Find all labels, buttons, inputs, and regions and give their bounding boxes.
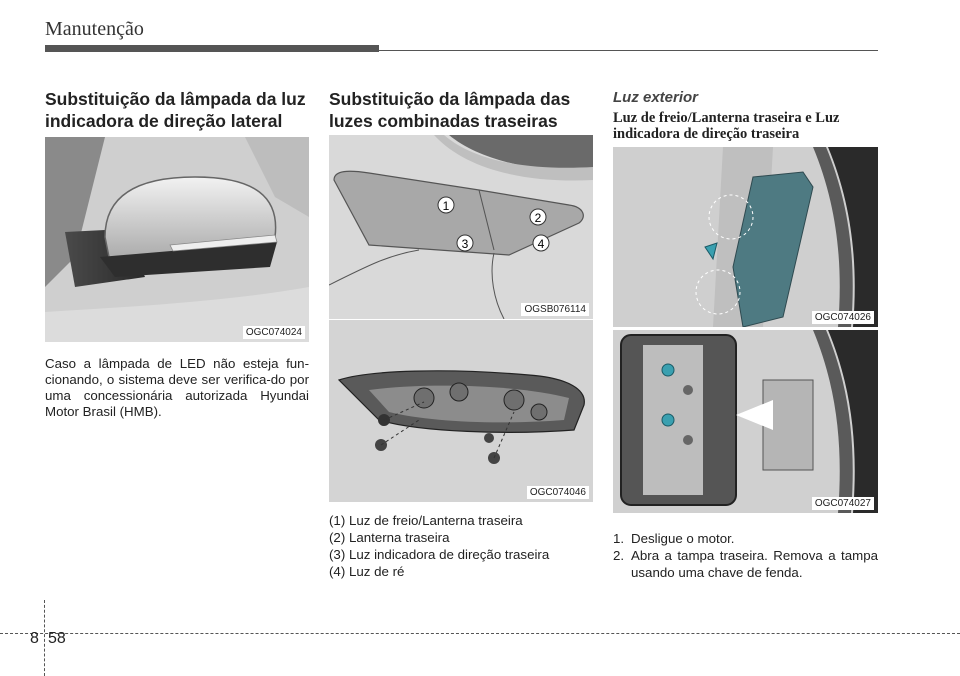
figure-code: OGC074046 — [526, 486, 589, 499]
figure-tail-lamp-assembly: OGC074046 — [329, 320, 593, 502]
lamp-legend-list: (1) Luz de freio/Lanterna traseira (2) L… — [329, 512, 593, 580]
figure-code: OGC074027 — [811, 497, 874, 510]
figure-side-mirror: OGC074024 — [45, 137, 309, 342]
paragraph-led-warning: Caso a lâmpada de LED não esteja fun-cio… — [45, 356, 309, 419]
lamp-label-4: 4 — [538, 237, 545, 251]
header-bar — [45, 45, 379, 52]
steps-list: 1. Desligue o motor. 2. Abra a tampa trase… — [613, 530, 878, 581]
figure-code: OGC074026 — [811, 311, 874, 324]
list-item: 1. Desligue o motor. — [613, 530, 878, 547]
list-item: 2. Abra a tampa traseira. Remova a tampa … — [613, 547, 878, 581]
section-heading-combination-lamps: Substituição da lâmpada das luzes combin… — [329, 89, 571, 131]
footer-section-number: 8 — [30, 630, 39, 647]
step-number: 1. — [613, 531, 625, 546]
tail-lamp-assembly-illustration — [329, 320, 593, 502]
lamp-label-3: 3 — [462, 237, 469, 251]
footer-page-number: 58 — [48, 630, 66, 647]
tailgate-cover-illustration — [613, 147, 878, 327]
side-mirror-illustration — [45, 137, 309, 342]
list-item: (2) Lanterna traseira — [329, 530, 450, 545]
lamp-label-2: 2 — [535, 211, 542, 225]
figure-tailgate-bolts: OGC074027 — [613, 330, 878, 513]
section-heading-side-indicator: Substituição da lâmpada da luz indicador… — [45, 89, 306, 131]
figure-tailgate-cover: OGC074026 — [613, 147, 878, 327]
lamp-label-1: 1 — [443, 199, 450, 213]
figure-code: OGC074024 — [242, 326, 305, 339]
step-number: 2. — [613, 548, 625, 563]
figure-tail-lamp-location: 1 2 3 4 OGSB076114 — [329, 135, 593, 319]
figure-code: OGSB076114 — [521, 303, 589, 316]
footer-fold-line — [44, 600, 45, 676]
list-item: (3) Luz indicadora de direção traseira — [329, 547, 550, 562]
tail-lamp-illustration: 1 2 3 4 — [329, 135, 593, 319]
footer-cut-line — [0, 633, 960, 634]
section-heading-brake-turn: Luz de freio/Lanterna traseira e Luz ind… — [613, 110, 840, 142]
list-item: (4) Luz de ré — [329, 564, 405, 579]
step-text: Desligue o motor. — [631, 531, 735, 546]
list-item: (1) Luz de freio/Lanterna traseira — [329, 513, 523, 528]
page-header-title: Manutenção — [45, 18, 144, 40]
subheading-exterior-light: Luz exterior — [613, 89, 699, 106]
step-text: Abra a tampa traseira. Remova a tampa us… — [631, 548, 878, 580]
header-rule — [379, 50, 878, 51]
tailgate-bolts-illustration — [613, 330, 878, 513]
